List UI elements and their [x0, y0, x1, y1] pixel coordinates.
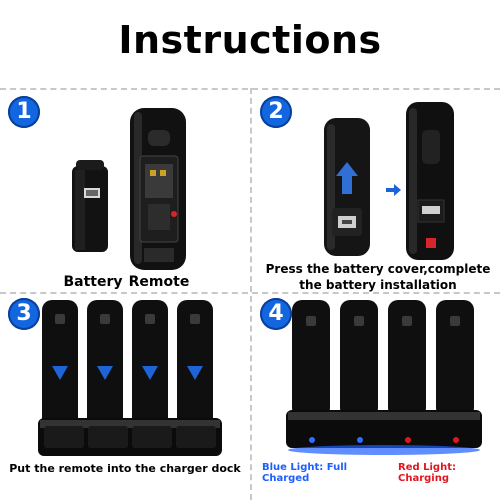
arrow-right-icon: [386, 184, 401, 196]
step-2-badge: 2: [260, 96, 292, 128]
charging-dock-step-4-image: [286, 300, 482, 455]
battery-label: Battery: [63, 274, 123, 290]
remote-cover-press-image: [324, 118, 370, 256]
remote-complete-image: [406, 102, 454, 260]
battery-pack-image: [72, 160, 108, 252]
step-2-caption-line-2: the battery installation: [299, 278, 457, 292]
step-4-badge: 4: [260, 298, 292, 330]
page-title: Instructions: [118, 18, 382, 62]
legend-blue-light: Blue Light: Full Charged: [262, 462, 348, 484]
charging-dock-step-3-image: [38, 300, 222, 456]
remote-back-image: [130, 108, 186, 270]
step-3-badge: 3: [8, 298, 40, 330]
step-3-caption: Put the remote into the charger dock: [9, 462, 241, 475]
step-1-badge: 1: [8, 96, 40, 128]
step-2-caption-line-1: Press the battery cover,complete: [265, 262, 491, 276]
remote-label: Remote: [128, 274, 190, 290]
divider-vertical: [250, 88, 252, 500]
legend-red-light: Red Light: Charging: [398, 462, 456, 484]
